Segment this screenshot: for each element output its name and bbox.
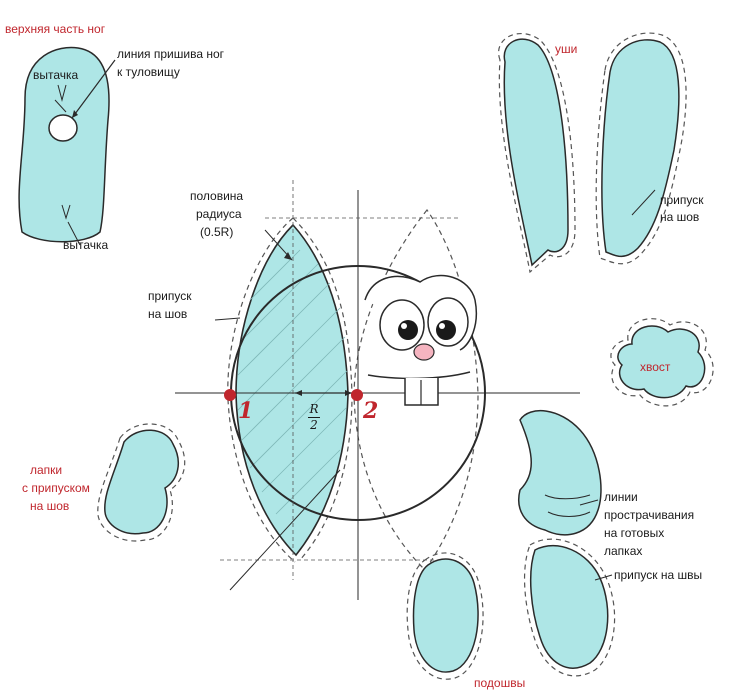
label-ears: уши — [555, 42, 578, 56]
left-sole-piece — [406, 552, 484, 680]
point-1-marker — [224, 389, 236, 401]
tail-piece — [610, 318, 714, 407]
leg-hole — [48, 114, 78, 142]
label-stitch-4: лапках — [604, 544, 643, 558]
label-dart-bottom: вытачка — [63, 238, 109, 252]
label-dart-top: вытачка — [33, 68, 79, 82]
label-seam-allowance: припуск на швы — [614, 568, 703, 582]
label-seam-head-2: на шов — [148, 307, 188, 321]
right-sole-piece — [523, 538, 616, 677]
label-stitch-3: на готовых — [604, 526, 665, 540]
label-seam-ears-2: на шов — [660, 210, 700, 224]
r-numerator: R — [309, 402, 319, 416]
label-sewing-line-1: линия пришива ног — [117, 47, 224, 61]
label-paws-3: на шов — [30, 499, 70, 513]
label-half-radius-1: половина — [190, 189, 244, 203]
label-paws-1: лапки — [30, 463, 63, 477]
label-upper-leg: верхняя часть ног — [5, 22, 106, 36]
label-stitch-1: линии — [604, 490, 638, 504]
ear-pieces — [498, 32, 687, 274]
bunny-face — [364, 274, 477, 406]
label-stitch-2: прострачивания — [604, 508, 695, 522]
right-paw-piece — [518, 410, 602, 536]
label-seam-ears-1: припуск — [660, 193, 704, 207]
nose — [413, 343, 435, 361]
label-soles: подошвы — [474, 676, 526, 690]
label-half-radius-2: радиуса — [196, 207, 242, 221]
label-half-radius-3: (0.5R) — [200, 225, 234, 239]
label-paws-2: с припуском — [22, 481, 90, 495]
label-seam-head-1: припуск — [148, 289, 192, 303]
left-paw-piece — [97, 423, 186, 542]
label-r-half: R 2 — [308, 403, 320, 432]
label-tail: хвост — [640, 360, 671, 374]
upper-leg-piece — [18, 46, 116, 246]
r-denominator: 2 — [310, 418, 318, 432]
label-sewing-line-2: к туловищу — [117, 65, 180, 79]
head-construction — [175, 180, 580, 600]
label-point-2: 2 — [363, 398, 379, 424]
label-point-1: 1 — [238, 398, 254, 424]
point-2-marker — [351, 389, 363, 401]
